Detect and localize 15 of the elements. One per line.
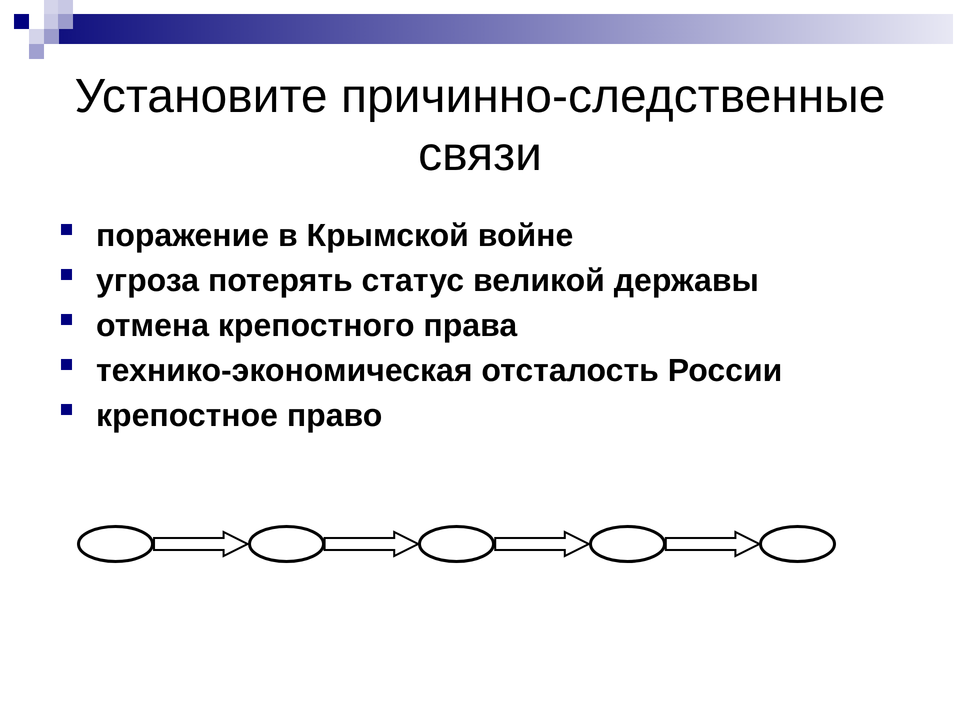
empty-oval (248, 525, 325, 563)
slide-title: Установите причинно-следственные связи (74, 69, 886, 183)
block-arrow (494, 530, 592, 558)
empty-oval (588, 525, 666, 563)
bullet-text: технико-экономическая отсталость России (96, 351, 782, 390)
bullet-text: угроза потерять статус великой державы (96, 261, 759, 300)
bullet-text: отмена крепостного права (96, 306, 518, 345)
block-arrow (153, 530, 250, 558)
block-arrow (324, 530, 420, 558)
bullet-text: поражение в Крымской войне (96, 216, 574, 255)
bullet-text: крепостное право (96, 396, 382, 435)
block-arrow (664, 530, 762, 558)
empty-oval (418, 525, 496, 563)
empty-oval (77, 525, 154, 563)
empty-oval (759, 525, 836, 563)
